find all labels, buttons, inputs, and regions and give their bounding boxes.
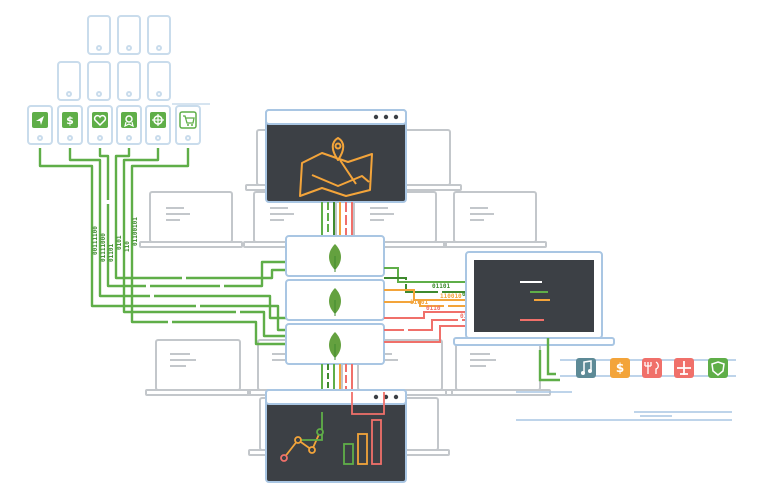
cart-icon [179,111,197,129]
svg-text:$: $ [616,361,624,375]
decorative-lines [516,391,732,421]
binary-label: 01101 [108,244,115,262]
laptop [443,191,547,248]
crosshair-icon [150,112,166,128]
send-icon [32,112,48,128]
app-icons: $ [32,111,197,129]
service-link [546,338,556,376]
server-node [285,235,385,277]
heart-icon [92,112,108,128]
client-laptop [453,251,615,346]
dash-breaks [150,276,240,324]
phone [116,105,142,145]
server-node [285,279,385,321]
phone [117,61,141,101]
dollar-icon: $ [610,358,630,378]
phone [27,105,53,145]
binary-label: 11001 [410,299,428,306]
binary-label: 110010 [440,293,462,300]
laptop [145,339,251,396]
binary-label: 01111000 [100,233,107,262]
binary-label: 00111100 [92,226,99,255]
phone [147,61,171,101]
phone [145,105,171,145]
binary-label: 01100101 [132,217,139,246]
phone [87,61,111,101]
map-server-connectors [321,202,353,236]
window-dot [393,394,399,400]
phone-connection-lines [38,148,290,346]
analytics-window [265,389,407,483]
window-dot [393,114,399,120]
map-window [265,109,407,203]
binary-label: 0110 [426,305,441,312]
laptop [445,339,551,396]
window-dot [383,114,389,120]
shield-icon [708,358,728,378]
window-dot [373,114,379,120]
service-tiles: $ [560,358,736,378]
window-dot [373,394,379,400]
dollar-icon: $ [62,112,78,128]
service-link [538,350,560,382]
server-chart-connectors [321,364,353,392]
binary-label: 0101 [116,235,123,250]
svg-text:$: $ [66,114,74,127]
binary-vertical: 00111100 01111000 01101 0101 110 0110010… [92,217,139,262]
phone-grid [27,15,210,145]
phone [87,105,113,145]
code-lines [520,281,550,321]
bar-chart-icon [343,392,385,465]
badge-icon [121,112,137,128]
phone [57,61,81,101]
phone [57,105,83,145]
phone [117,15,141,55]
phone [147,15,171,55]
map-pin-icon [299,137,373,197]
binary-label: 110 [124,241,131,252]
music-note-icon [576,358,596,378]
line-chart-icon [280,412,324,462]
server-node [285,323,385,365]
laptop [139,191,243,248]
phone [87,15,111,55]
airplane-icon [674,358,694,378]
binary-label: 01101 [432,283,450,290]
phone [175,105,201,145]
fork-knife-icon [642,358,662,378]
server-stack [285,235,385,365]
